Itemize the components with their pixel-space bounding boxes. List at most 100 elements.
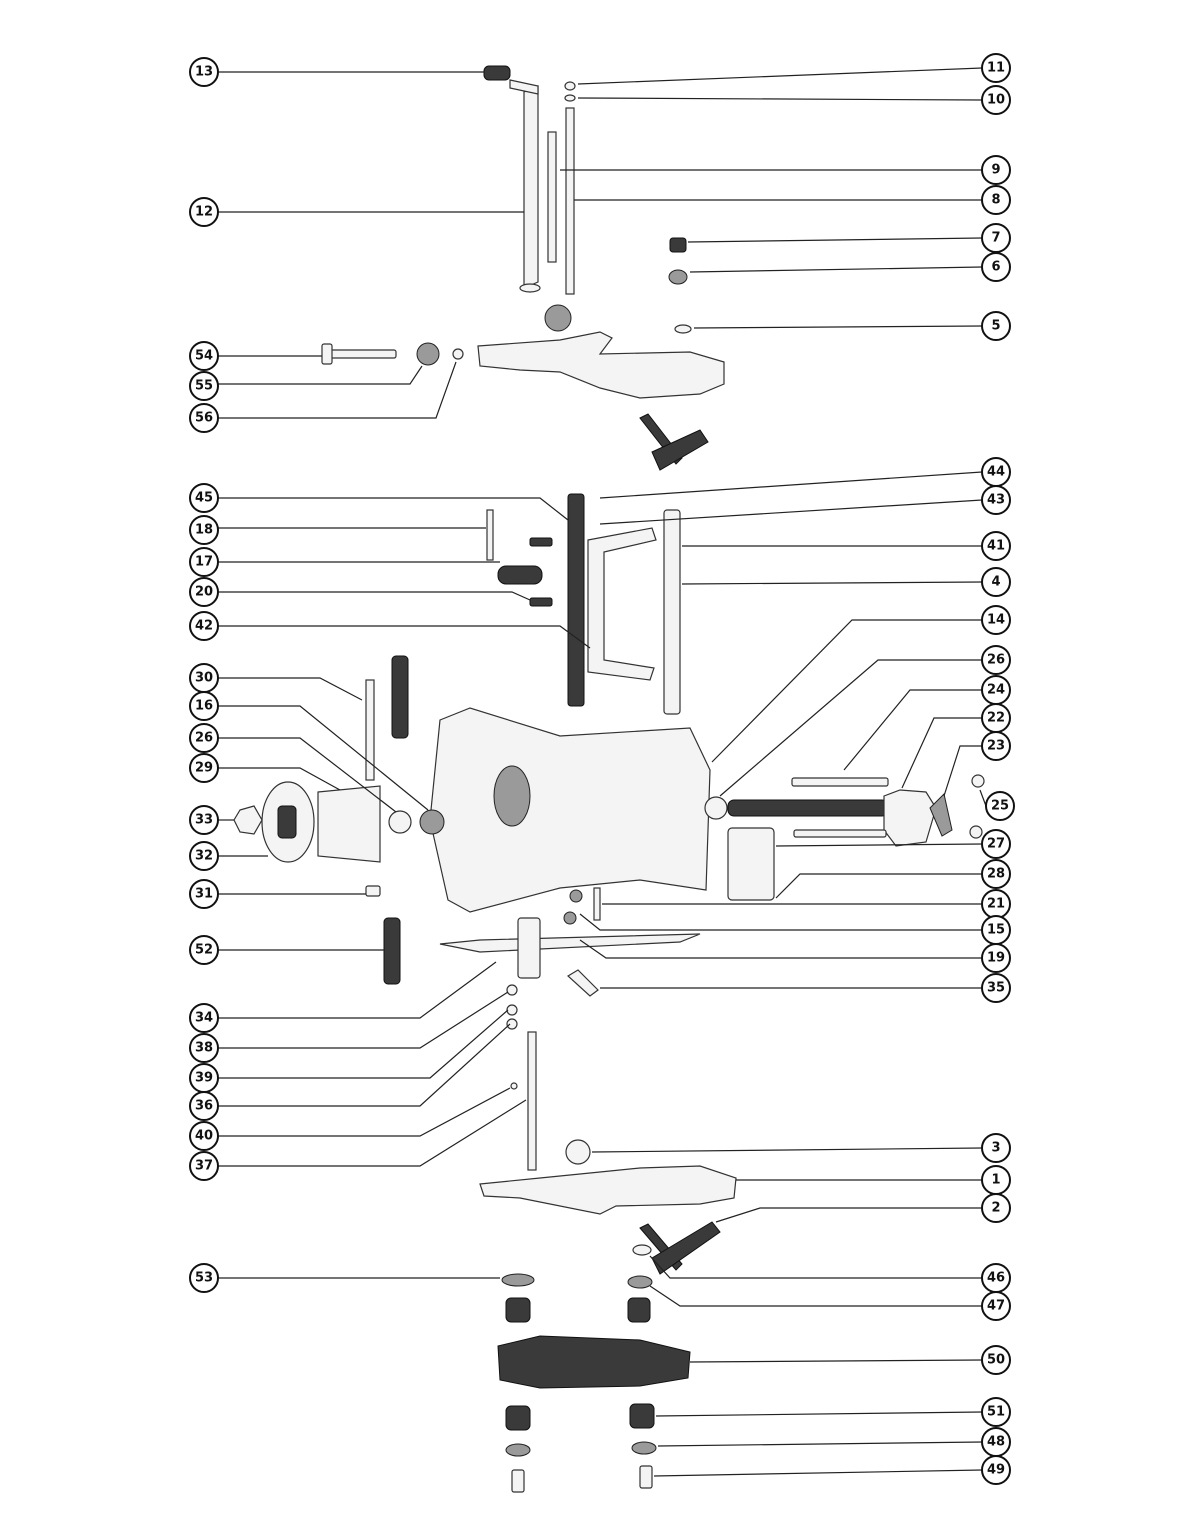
part-bushing-right-upper (627, 1297, 651, 1323)
callout-4-label: 4 (991, 575, 1000, 590)
part-47-washer (627, 1275, 653, 1289)
callout-21-label: 21 (987, 897, 1005, 912)
part-49-bolt-left (511, 1469, 525, 1493)
callout-32-label: 32 (195, 849, 213, 864)
leader-23 (943, 745, 982, 797)
callout-56-label: 56 (195, 411, 213, 426)
part-48-washer-left (505, 1443, 531, 1457)
leader-26b (719, 659, 982, 797)
part-54-bolt (329, 349, 397, 359)
leader-4 (681, 581, 983, 585)
part-central-housing (429, 707, 711, 913)
callout-27: 27 (981, 829, 1011, 859)
callout-53-label: 53 (195, 1271, 213, 1286)
part-26-ring-right (704, 796, 728, 820)
callout-33: 33 (189, 805, 219, 835)
part-20-clip-upper (529, 537, 553, 547)
callout-42: 42 (189, 611, 219, 641)
part-3-washer (565, 1139, 591, 1165)
callout-47: 47 (981, 1291, 1011, 1321)
callout-28-label: 28 (987, 867, 1005, 882)
callout-3-label: 3 (991, 1141, 1000, 1156)
leader-39 (218, 1009, 509, 1079)
callout-21: 21 (981, 889, 1011, 919)
callout-25-label: 25 (991, 799, 1009, 814)
callout-38-label: 38 (195, 1041, 213, 1056)
callout-23: 23 (981, 731, 1011, 761)
callout-1: 1 (981, 1165, 1011, 1195)
callout-31: 31 (189, 879, 219, 909)
callout-48: 48 (981, 1427, 1011, 1457)
leader-2 (715, 1207, 982, 1223)
part-25-nut-top (971, 774, 985, 788)
part-sleeve-top (391, 655, 409, 739)
leader-11 (577, 67, 983, 85)
leader-lines (218, 67, 987, 1477)
part-32-flange-center (277, 805, 297, 839)
callout-18: 18 (189, 515, 219, 545)
callout-39-label: 39 (195, 1071, 213, 1086)
part-39-washer (506, 1004, 518, 1016)
part-31-clip (365, 885, 381, 897)
callout-32: 32 (189, 841, 219, 871)
callout-36-label: 36 (195, 1099, 213, 1114)
callout-8: 8 (981, 185, 1011, 215)
part-48-washer (631, 1441, 657, 1455)
part-17-spring (497, 565, 543, 585)
callout-35-label: 35 (987, 981, 1005, 996)
callout-4: 4 (981, 567, 1011, 597)
part-13-grip (483, 65, 511, 81)
callout-26-right-label: 26 (987, 653, 1005, 668)
callout-17: 17 (189, 547, 219, 577)
part-7-bushing (669, 237, 687, 253)
callout-12: 12 (189, 197, 219, 227)
part-53-washer (501, 1273, 535, 1287)
part-5-ring (674, 324, 692, 334)
leader-45 (218, 497, 569, 521)
callout-34: 34 (189, 1003, 219, 1033)
callout-25: 25 (985, 791, 1015, 821)
part-22-shaft (727, 799, 889, 817)
callout-30-label: 30 (195, 671, 213, 686)
callout-22: 22 (981, 703, 1011, 733)
part-27-sleeve (727, 827, 775, 901)
callout-51: 51 (981, 1397, 1011, 1427)
part-10-washer (564, 94, 576, 102)
part-11-washer (564, 81, 576, 91)
callout-18-label: 18 (195, 523, 213, 538)
callout-49-label: 49 (987, 1463, 1005, 1478)
leader-15 (579, 913, 982, 931)
leader-5 (693, 325, 983, 329)
part-12-bent-rod (523, 85, 539, 289)
part-15-nut-lower (563, 911, 577, 925)
callout-34-label: 34 (195, 1011, 213, 1026)
callout-41-label: 41 (987, 539, 1005, 554)
leader-16 (218, 705, 429, 811)
part-upper-bracket (477, 331, 725, 399)
callout-29-label: 29 (195, 761, 213, 776)
part-16-ring (419, 809, 445, 835)
callout-17-label: 17 (195, 555, 213, 570)
part-29-yoke (317, 785, 381, 863)
leader-40 (218, 1087, 511, 1137)
leader-30 (218, 677, 363, 701)
callout-12-label: 12 (195, 205, 213, 220)
part-12-rod-foot (519, 283, 541, 293)
callout-2: 2 (981, 1193, 1011, 1223)
callout-15-label: 15 (987, 923, 1005, 938)
leader-7 (687, 237, 983, 243)
part-46-washer (632, 1244, 652, 1256)
callout-27-label: 27 (987, 837, 1005, 852)
part-51-bushing (629, 1403, 655, 1429)
callout-1-label: 1 (991, 1173, 1000, 1188)
callout-26-left-label: 26 (195, 731, 213, 746)
leader-27 (775, 843, 983, 847)
callout-54: 54 (189, 341, 219, 371)
callout-41: 41 (981, 531, 1011, 561)
part-30-pin (365, 679, 375, 781)
part-12-rod-top-bend (509, 79, 539, 95)
part-6-washer (668, 269, 688, 285)
part-35-link (566, 969, 599, 997)
leader-25 (979, 789, 987, 807)
